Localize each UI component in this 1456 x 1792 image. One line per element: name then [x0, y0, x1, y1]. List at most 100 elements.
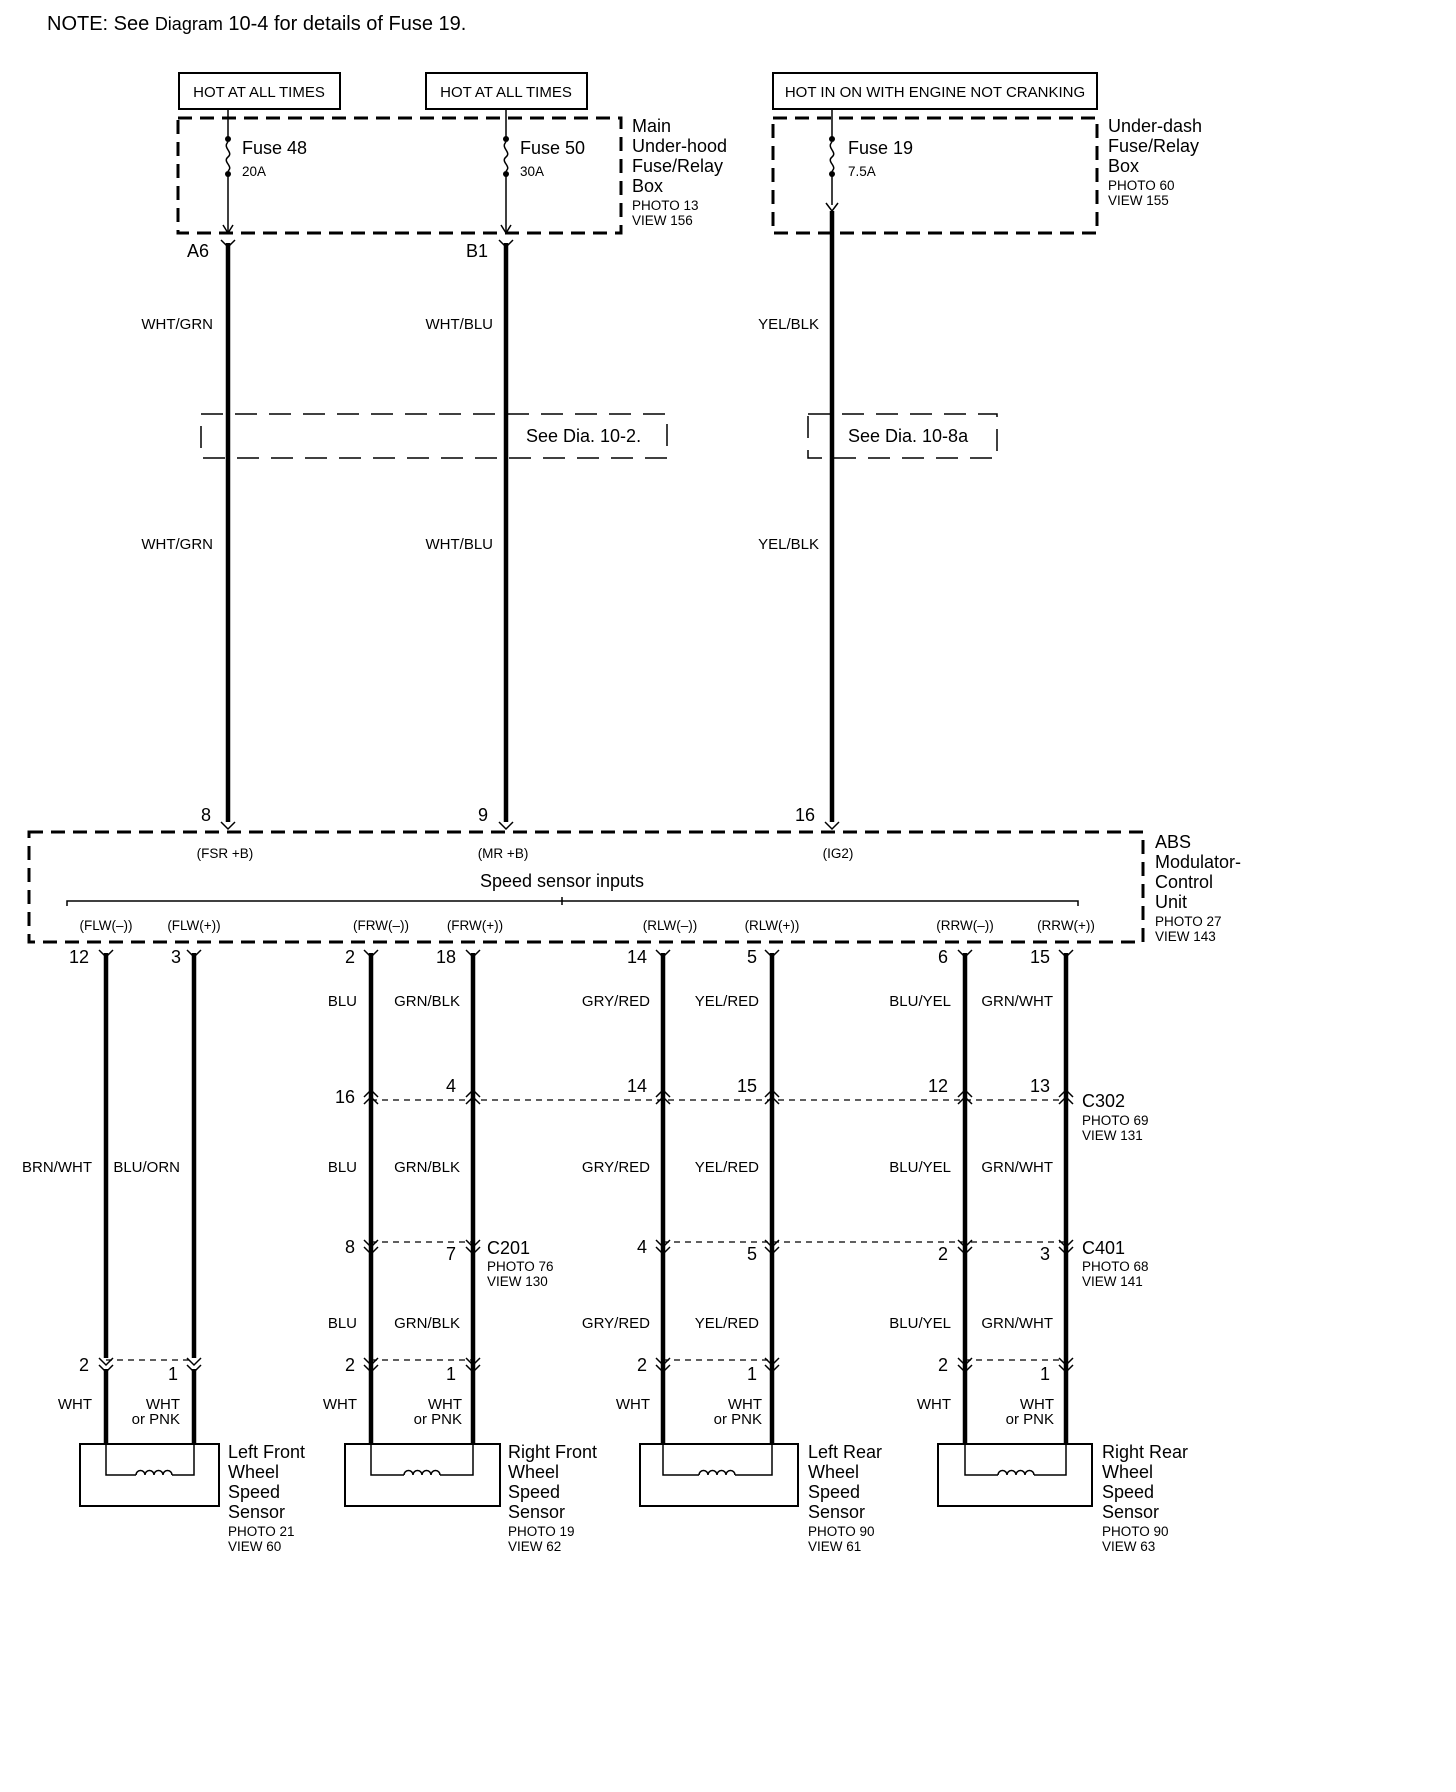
abs-out-pin-2: 2	[345, 947, 355, 967]
svg-text:PHOTO 69: PHOTO 69	[1082, 1113, 1149, 1128]
wire-color-yel-blk-2: YEL/BLK	[758, 536, 819, 553]
wire-color-blu-yel-2: BLU/YEL	[889, 1159, 951, 1176]
right-rear-sensor-label: Right Rear Wheel Speed Sensor PHOTO 90 V…	[1102, 1442, 1188, 1554]
wire-color-yel-blk-1: YEL/BLK	[758, 316, 819, 333]
svg-text:VIEW 155: VIEW 155	[1108, 193, 1169, 208]
svg-text:Control: Control	[1155, 872, 1213, 892]
signal-frw-plus: (FRW(+))	[447, 918, 503, 933]
terminal-b1: B1	[466, 241, 488, 261]
svg-text:PHOTO 13: PHOTO 13	[632, 198, 699, 213]
svg-text:PHOTO 27: PHOTO 27	[1155, 914, 1222, 929]
svg-text:Wheel: Wheel	[1102, 1462, 1153, 1482]
abs-out-pin-15: 15	[1030, 947, 1050, 967]
c201-label: C201 PHOTO 76 VIEW 130	[487, 1238, 554, 1289]
rr-wire-wht-pnk-2: or PNK	[1006, 1411, 1054, 1428]
svg-text:Box: Box	[632, 176, 663, 196]
lower-wire-rlw-plus	[764, 949, 780, 1475]
hot-in-on-label: HOT IN ON WITH ENGINE NOT CRANKING	[785, 84, 1085, 101]
right-rear-wheel-speed-sensor	[937, 1443, 1093, 1507]
svg-text:VIEW 143: VIEW 143	[1155, 929, 1216, 944]
svg-text:VIEW 131: VIEW 131	[1082, 1128, 1143, 1143]
wire-color-blu-1: BLU	[328, 993, 357, 1010]
svg-text:Modulator-: Modulator-	[1155, 852, 1241, 872]
svg-text:VIEW 60: VIEW 60	[228, 1539, 281, 1554]
abs-modulator-control-unit	[27, 830, 1145, 944]
svg-text:Right Rear: Right Rear	[1102, 1442, 1188, 1462]
c401-pin-4: 4	[637, 1237, 647, 1257]
abs-out-pin-3: 3	[171, 947, 181, 967]
svg-text:PHOTO 76: PHOTO 76	[487, 1259, 554, 1274]
svg-text:Fuse/Relay: Fuse/Relay	[632, 156, 723, 176]
lower-wire-rrw-minus	[957, 949, 973, 1475]
wire-color-blu-3: BLU	[328, 1315, 357, 1332]
see-dia-right: See Dia. 10-8a	[848, 426, 969, 446]
left-front-sensor-label: Left Front Wheel Speed Sensor PHOTO 21 V…	[228, 1442, 305, 1554]
coil-icon	[403, 1469, 441, 1476]
svg-text:Sensor: Sensor	[508, 1502, 565, 1522]
abs-pin-16: 16	[795, 805, 815, 825]
signal-rrw-plus: (RRW(+))	[1037, 918, 1095, 933]
upper-wire-1	[220, 239, 236, 831]
speed-inputs-bracket	[66, 900, 1079, 906]
rr-wire-wht: WHT	[917, 1396, 951, 1413]
lr-wire-wht: WHT	[616, 1396, 650, 1413]
wire-color-wht-blu-1: WHT/BLU	[426, 316, 494, 333]
svg-text:PHOTO 60: PHOTO 60	[1108, 178, 1175, 193]
c302-pin-12: 12	[928, 1076, 948, 1096]
svg-text:Speed: Speed	[228, 1482, 280, 1502]
fuse-48	[222, 109, 234, 235]
svg-text:VIEW 141: VIEW 141	[1082, 1274, 1143, 1289]
abs-pin-9: 9	[478, 805, 488, 825]
fuse-19	[825, 109, 839, 213]
wire-color-grn-wht-2: GRN/WHT	[981, 1159, 1053, 1176]
wire-color-grn-wht-1: GRN/WHT	[981, 993, 1053, 1010]
svg-text:PHOTO 68: PHOTO 68	[1082, 1259, 1149, 1274]
hot-at-all-times-2: HOT AT ALL TIMES	[440, 84, 572, 101]
fuse-48-name: Fuse 48	[242, 138, 307, 158]
wire-color-wht-grn-2: WHT/GRN	[141, 536, 213, 553]
c201-pin-8: 8	[345, 1237, 355, 1257]
lf-wire-wht-pnk-2: or PNK	[132, 1411, 180, 1428]
lf-sensor-pin-1: 1	[168, 1364, 178, 1384]
abs-pin-8: 8	[201, 805, 211, 825]
left-rear-sensor-label: Left Rear Wheel Speed Sensor PHOTO 90 VI…	[808, 1442, 882, 1554]
svg-text:Under-hood: Under-hood	[632, 136, 727, 156]
speed-sensor-inputs-label: Speed sensor inputs	[480, 871, 644, 891]
lower-wire-rlw-minus	[655, 949, 671, 1475]
wire-color-blu-yel-3: BLU/YEL	[889, 1315, 951, 1332]
wire-color-grn-blk-1: GRN/BLK	[394, 993, 460, 1010]
lf-sensor-pin-2: 2	[79, 1355, 89, 1375]
svg-text:Sensor: Sensor	[808, 1502, 865, 1522]
see-dia-left: See Dia. 10-2.	[526, 426, 641, 446]
wire-color-blu-yel-1: BLU/YEL	[889, 993, 951, 1010]
svg-text:PHOTO 19: PHOTO 19	[508, 1524, 575, 1539]
fuse-19-rating: 7.5A	[848, 164, 876, 179]
wire-color-gry-red-2: GRY/RED	[582, 1159, 650, 1176]
c401-pin-5: 5	[747, 1244, 757, 1264]
underdash-fuse-box-label: Under-dash Fuse/Relay Box PHOTO 60 VIEW …	[1108, 116, 1202, 208]
main-fuse-box-label: Main Under-hood Fuse/Relay Box PHOTO 13 …	[632, 116, 727, 228]
lr-wire-wht-pnk-2: or PNK	[714, 1411, 762, 1428]
svg-text:VIEW 156: VIEW 156	[632, 213, 693, 228]
svg-text:VIEW 130: VIEW 130	[487, 1274, 548, 1289]
lf-wire-wht-pnk-1: WHT	[146, 1396, 180, 1413]
rf-wire-wht: WHT	[323, 1396, 357, 1413]
note: NOTE: See Diagram 10-4 for details of Fu…	[47, 13, 466, 35]
signal-rlw-minus: (RLW(–))	[643, 918, 698, 933]
abs-out-pin-5: 5	[747, 947, 757, 967]
right-front-sensor-label: Right Front Wheel Speed Sensor PHOTO 19 …	[508, 1442, 597, 1554]
svg-text:Sensor: Sensor	[1102, 1502, 1159, 1522]
signal-frw-minus: (FRW(–))	[353, 918, 409, 933]
svg-text:VIEW 63: VIEW 63	[1102, 1539, 1155, 1554]
lower-wire-flw-plus	[186, 949, 202, 1475]
svg-text:Right Front: Right Front	[508, 1442, 597, 1462]
rf-wire-wht-pnk-1: WHT	[428, 1396, 462, 1413]
lf-wire-wht: WHT	[58, 1396, 92, 1413]
svg-text:PHOTO 90: PHOTO 90	[808, 1524, 875, 1539]
fuse-50-rating: 30A	[520, 164, 544, 179]
svg-text:Speed: Speed	[508, 1482, 560, 1502]
svg-text:Main: Main	[632, 116, 671, 136]
rf-sensor-pin-2: 2	[345, 1355, 355, 1375]
wire-color-brn-wht: BRN/WHT	[22, 1159, 92, 1176]
rf-sensor-pin-1: 1	[446, 1364, 456, 1384]
